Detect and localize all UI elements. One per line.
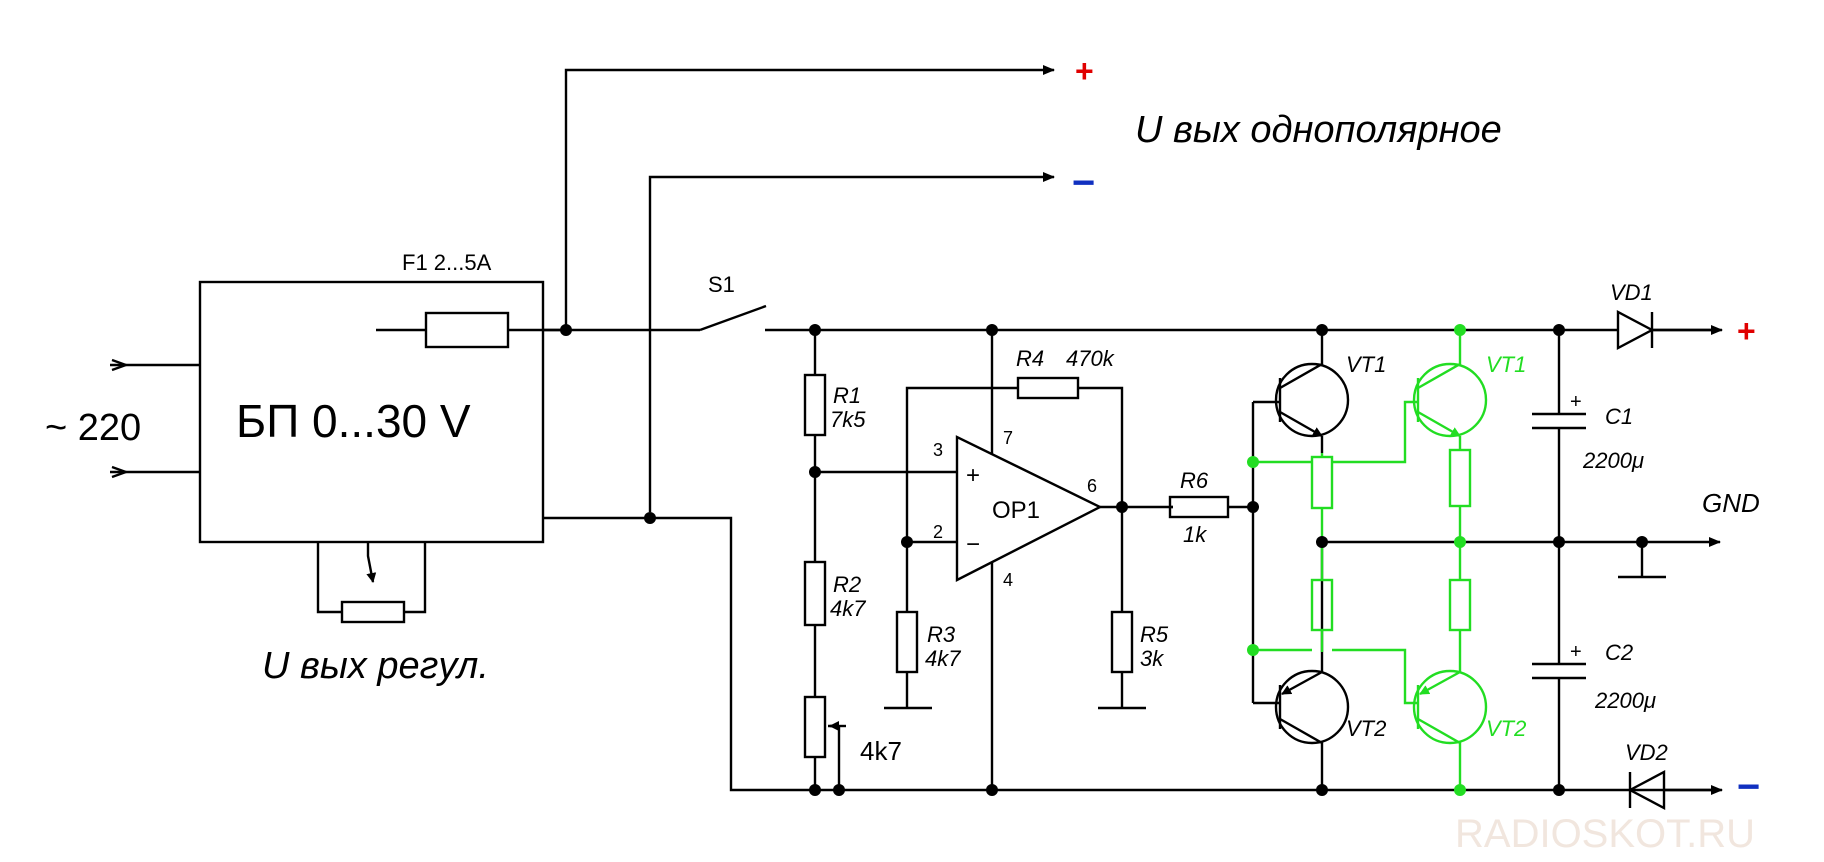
r5 [1110, 610, 1134, 674]
pin-2: 2 [933, 522, 943, 542]
opamp-op1: OP1 + − 3 2 7 6 4 R4 470k [815, 330, 1173, 790]
opamp-minus: − [966, 531, 980, 558]
c2-plus: + [1570, 641, 1582, 663]
r4-name: R4 [1016, 346, 1044, 371]
pin-3: 3 [933, 440, 943, 460]
c2-name: C2 [1605, 640, 1633, 665]
r1-name: R1 [833, 383, 861, 408]
c1-plus: + [1570, 391, 1582, 413]
watermark: RADIOSKOT.RU [1455, 812, 1755, 856]
junction-dots [560, 324, 1648, 796]
c1-value: 2200μ [1582, 448, 1644, 473]
vd2-label: VD2 [1625, 740, 1668, 765]
r3-value: 4k7 [925, 646, 961, 671]
r5-name: R5 [1140, 622, 1169, 647]
mains-label: ~ 220 [45, 407, 141, 449]
unipolar-minus-sign: − [1072, 161, 1095, 205]
vt2-alt [1412, 669, 1488, 745]
gnd-rail: GND [1322, 488, 1760, 579]
r1 [803, 373, 827, 437]
fuse-label: F1 2...5A [402, 250, 492, 275]
vt2-alt-label: VT2 [1486, 716, 1526, 741]
rails [543, 328, 1720, 792]
vt2-label: VT2 [1346, 716, 1386, 741]
r1-value: 7k5 [830, 407, 866, 432]
unipolar-output: + − U вых однополярное [564, 53, 1502, 512]
vt1-alt-label: VT1 [1486, 352, 1526, 377]
r4 [1016, 376, 1080, 400]
fuse-f1: F1 2...5A [376, 250, 566, 349]
vt1 [1274, 362, 1350, 438]
r3-r5: R3 4k7 R5 3k [884, 507, 1169, 710]
switch-s1: S1 [699, 272, 767, 332]
diode-vd2: VD2 − [1625, 740, 1760, 810]
r2-name: R2 [833, 572, 861, 597]
r6-value: 1k [1183, 522, 1207, 547]
opamp-label: OP1 [992, 497, 1040, 524]
unipolar-plus-sign: + [1075, 53, 1094, 89]
r6: R6 1k [1168, 468, 1253, 547]
pin-7: 7 [1003, 428, 1013, 448]
out-minus-sign: − [1737, 765, 1760, 809]
r5-value: 3k [1140, 646, 1164, 671]
c1-name: C1 [1605, 404, 1633, 429]
vt1-label: VT1 [1346, 352, 1386, 377]
capacitors: + + C1 2200μ C2 2200μ [1532, 330, 1656, 790]
trimmer-value: 4k7 [860, 736, 902, 766]
vd1-label: VD1 [1610, 280, 1653, 305]
unipolar-output-label: U вых однополярное [1135, 109, 1502, 151]
green-output-stage: VT1 VT2 [1253, 330, 1526, 790]
psu-label: БП 0...30 V [236, 395, 471, 447]
out-plus-sign: + [1737, 313, 1756, 349]
pin-6: 6 [1087, 476, 1097, 496]
diode-vd1: VD1 + [1610, 280, 1756, 350]
pin-4: 4 [1003, 570, 1013, 590]
opamp-plus: + [966, 462, 980, 489]
r3-name: R3 [927, 622, 956, 647]
mains-input: ~ 220 [45, 358, 200, 479]
trimmer-resistor [803, 695, 827, 759]
r4-value: 470k [1066, 346, 1115, 371]
r3 [895, 610, 919, 674]
r2 [803, 560, 827, 627]
c2-value: 2200μ [1594, 688, 1656, 713]
vt1-alt [1412, 362, 1488, 438]
vt2 [1274, 669, 1350, 745]
psu-adjust-label: U вых регул. [262, 645, 489, 687]
divider: R1 7k5 R2 4k7 4k7 [803, 330, 902, 790]
psu-block: БП 0...30 V U вых регул. [198, 280, 545, 687]
switch-label: S1 [708, 272, 735, 297]
r6-name: R6 [1180, 468, 1209, 493]
gnd-label: GND [1702, 488, 1760, 518]
r2-value: 4k7 [830, 596, 866, 621]
black-output-stage: VT1 VT2 [1251, 330, 1386, 790]
